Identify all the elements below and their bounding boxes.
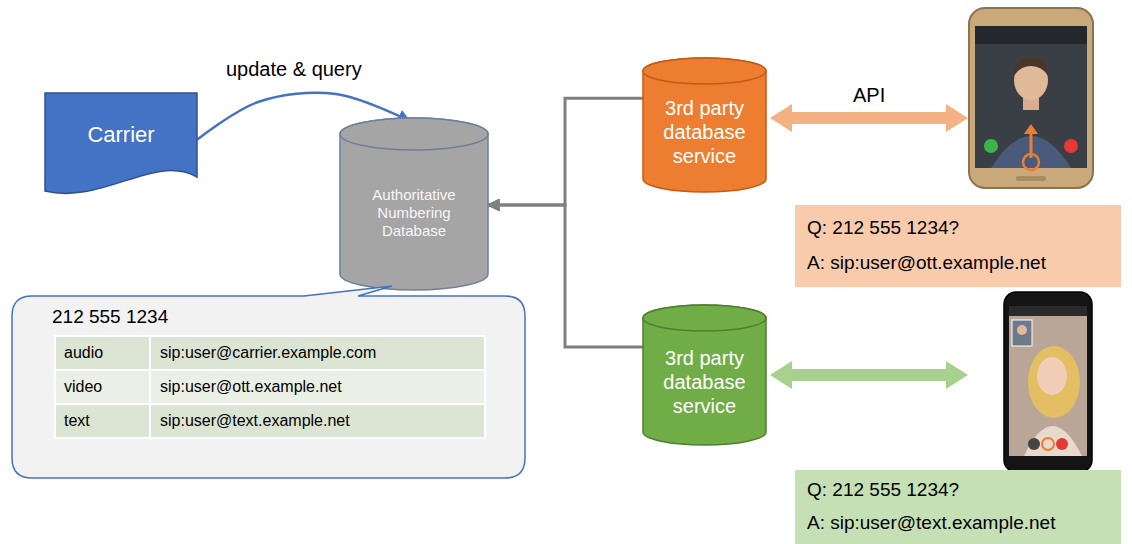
table-divider [149,336,151,438]
cylinder-top [340,118,488,150]
query-answer-text: Q: 212 555 1234? [807,217,959,240]
interface-label: API [853,83,885,107]
node-text: Authoritative Numbering Database [348,186,480,240]
api-double-arrow [770,104,968,132]
cylinder-body [643,58,766,192]
table-row [55,404,485,438]
node-text: 212 555 1234 [52,306,168,329]
connector-arrow [488,98,643,205]
table-row [55,370,485,404]
node-text: Carrier [87,122,154,148]
node-text: 3rd party database service [649,96,760,168]
query-answer-box: Q: 212 555 1234? A: sip:user@ott.example.… [795,205,1121,287]
cylinder-body [340,118,488,290]
query-answer-box: Q: 212 555 1234? A: sip:user@text.example… [795,470,1121,544]
api-double-arrow [770,361,968,389]
table-cell: sip:user@ott.example.net [160,370,342,404]
database-cylinder: 3rd party database service [643,58,766,192]
box-fill [795,205,1121,287]
table-cell: audio [64,336,103,370]
document-outline [45,93,197,193]
table-row [55,336,485,370]
smartphone-illustration [969,8,1093,188]
bubble-outline [12,286,525,478]
database-cylinder: Authoritative Numbering Database [340,118,488,290]
cylinder-top [643,58,766,84]
query-answer-text: Q: 212 555 1234? [807,479,959,502]
query-answer-text: A: sip:user@text.example.net [807,512,1055,535]
box-fill [795,470,1121,544]
cylinder-top [643,305,766,331]
document-shape: Carrier [45,93,197,197]
edge-label: update & query [224,58,364,81]
node-text: 3rd party database service [649,346,760,418]
cylinder-body [643,305,766,445]
table-cell: text [64,404,90,438]
table-cell: sip:user@text.example.net [160,404,350,438]
smartphone-illustration [1004,292,1092,472]
table-cell: sip:user@carrier.example.com [160,336,376,370]
table-cell: video [64,370,102,404]
database-cylinder: 3rd party database service [643,305,766,445]
query-answer-text: A: sip:user@ott.example.net [807,252,1046,275]
